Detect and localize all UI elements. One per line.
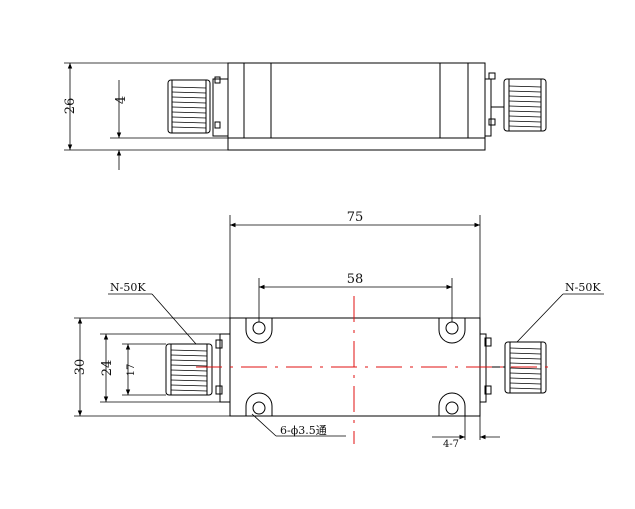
top-fin-left bbox=[243, 62, 272, 139]
dim-edge-offset: 4-7 bbox=[443, 439, 459, 450]
top-view: 26 4 bbox=[63, 62, 547, 170]
dim-top-offset: 4 bbox=[114, 96, 129, 104]
hole-note: 6-ϕ3.5通 bbox=[280, 424, 327, 437]
connector-label-left: N-50K bbox=[110, 281, 146, 294]
connector-label-right: N-50K bbox=[565, 281, 601, 294]
top-connector-right bbox=[503, 78, 547, 132]
dim-inner: 24 bbox=[100, 360, 115, 377]
dim-length: 75 bbox=[347, 210, 364, 225]
dim-connector: 17 bbox=[126, 364, 137, 377]
dim-top-height: 26 bbox=[63, 98, 78, 115]
dim-front-height: 30 bbox=[73, 359, 88, 376]
top-fin-right bbox=[439, 62, 469, 139]
front-view: 75 58 30 24 17 4-7 6-ϕ3.5通 N-5 bbox=[73, 210, 604, 450]
top-flange-right bbox=[484, 78, 492, 137]
front-flange-right bbox=[479, 333, 487, 403]
front-connector-left bbox=[165, 343, 213, 396]
front-flange-left bbox=[219, 333, 231, 403]
top-connector-left bbox=[167, 79, 211, 134]
top-body bbox=[227, 62, 486, 151]
dim-hole-spacing: 58 bbox=[347, 272, 364, 287]
